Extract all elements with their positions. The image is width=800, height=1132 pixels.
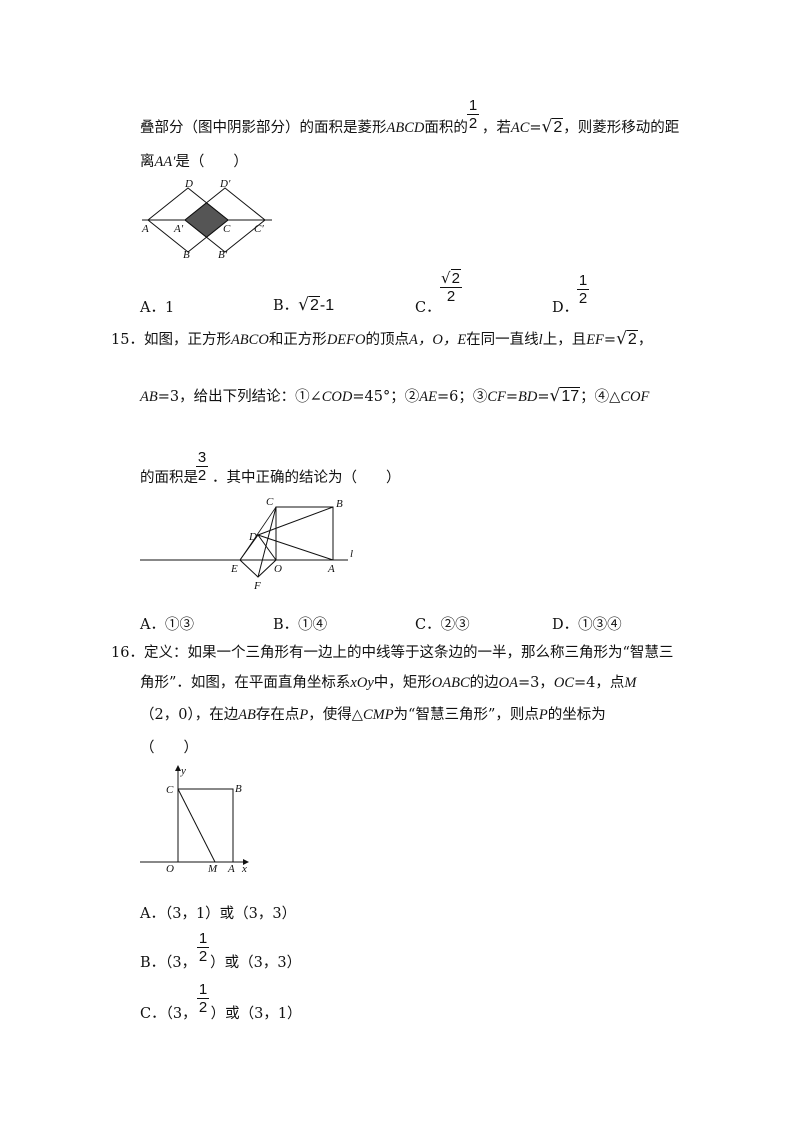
q14-var-abcd: ABCD bbox=[386, 120, 425, 136]
q14-label-B-prime: B′ bbox=[218, 249, 228, 261]
q14-label-C: C bbox=[223, 223, 231, 235]
q15-option-b[interactable]: B．①④ bbox=[273, 617, 328, 633]
q15-option-c[interactable]: C．②③ bbox=[415, 617, 470, 633]
q16-label-B: B bbox=[235, 783, 242, 795]
q14-rhombus-figure: D D′ A A′ C C′ B B′ bbox=[141, 178, 272, 261]
q16-option-c[interactable]: C．（3，）或（3，1） bbox=[140, 1006, 302, 1022]
q14-line2: 离AA′是（ ） bbox=[140, 154, 248, 170]
q16-option-a[interactable]: A．（3，1）或（3，3） bbox=[140, 906, 297, 922]
q14-var-aa: AA′ bbox=[154, 154, 176, 170]
q16-line1: 16．定义：如果一个三角形有一边上的中线等于这条边的一半，那么称三角形为“智慧三 bbox=[111, 645, 674, 661]
q15-label-O: O bbox=[274, 563, 282, 575]
q15-squares-figure: C B D l E O A F bbox=[140, 496, 353, 592]
q14-option-d[interactable]: D． bbox=[552, 300, 579, 316]
q15-label-E: E bbox=[230, 563, 238, 575]
q14-label-B: B bbox=[183, 249, 190, 261]
q14-label-A-prime: A′ bbox=[173, 223, 184, 235]
q16-label-O: O bbox=[166, 863, 174, 875]
q14-label-D: D bbox=[184, 178, 193, 190]
q16-label-A: A bbox=[227, 863, 235, 875]
q14-text: 叠部分（图中阴影部分）的面积是菱形 bbox=[140, 120, 387, 136]
q15-label-A: A bbox=[327, 563, 335, 575]
q16-line2: 角形”．如图，在平面直角坐标系xOy中，矩形OABC的边OA=3，OC=4，点M bbox=[140, 675, 637, 691]
q14-line1: 叠部分（图中阴影部分）的面积是菱形ABCD面积的 ，若AC=√2，则菱形移动的距 bbox=[140, 117, 679, 138]
q15-label-C: C bbox=[266, 496, 274, 508]
q14-var-ac: AC bbox=[510, 120, 530, 136]
q15-sqrt-2: √2 bbox=[616, 329, 638, 349]
q14-text: ，若 bbox=[481, 120, 511, 136]
q14-eq: = bbox=[529, 120, 542, 136]
q15-line1: 15．如图，正方形ABCO和正方形DEFO的顶点A，O，E在同一直线l上，且EF… bbox=[111, 329, 653, 349]
q15-line3: 的面积是．其中正确的结论为（ ） bbox=[140, 470, 401, 486]
q16-label-x: x bbox=[241, 863, 247, 875]
q15-option-a[interactable]: A．①③ bbox=[140, 617, 194, 633]
q16-coordinate-figure: y C B O M A x bbox=[140, 765, 249, 875]
q16-label-M: M bbox=[207, 863, 218, 875]
q16-line3: （2，0），在边AB存在点P，使得△CMP为“智慧三角形”，则点P的坐标为 bbox=[140, 707, 606, 723]
q16-line4: （ ） bbox=[140, 740, 198, 756]
q14-text: 面积的 bbox=[424, 120, 468, 136]
q14-sqrt: √2 bbox=[541, 117, 564, 137]
q15-label-B: B bbox=[336, 498, 343, 510]
q16-option-b[interactable]: B．（3，）或（3，3） bbox=[140, 955, 302, 971]
q14-option-c[interactable]: C． bbox=[415, 300, 441, 316]
q16-label-C: C bbox=[166, 784, 174, 796]
q15-label-F: F bbox=[253, 580, 261, 592]
q15-option-d[interactable]: D．①③④ bbox=[552, 617, 622, 633]
q15-label-D: D bbox=[248, 531, 257, 543]
q15-sqrt-17: √17 bbox=[549, 386, 581, 406]
q14-label-C-prime: C′ bbox=[254, 223, 264, 235]
q15-number: 15． bbox=[111, 332, 144, 348]
q14-option-b[interactable]: B．√2-1 bbox=[273, 295, 335, 315]
q14-option-a[interactable]: A．1 bbox=[140, 300, 175, 316]
q15-label-l: l bbox=[350, 548, 353, 560]
q15-line2: AB=3，给出下列结论：①∠COD=45°；②AE=6；③CF=BD=√17；④… bbox=[140, 386, 650, 406]
q16-label-y: y bbox=[180, 765, 186, 777]
q14-label-A: A bbox=[141, 223, 149, 235]
q16-number: 16． bbox=[111, 645, 144, 661]
q14-label-D-prime: D′ bbox=[219, 178, 231, 190]
q14-option-b-sqrt: √2 bbox=[298, 295, 320, 315]
q14-text: ，则菱形移动的距 bbox=[563, 120, 680, 136]
